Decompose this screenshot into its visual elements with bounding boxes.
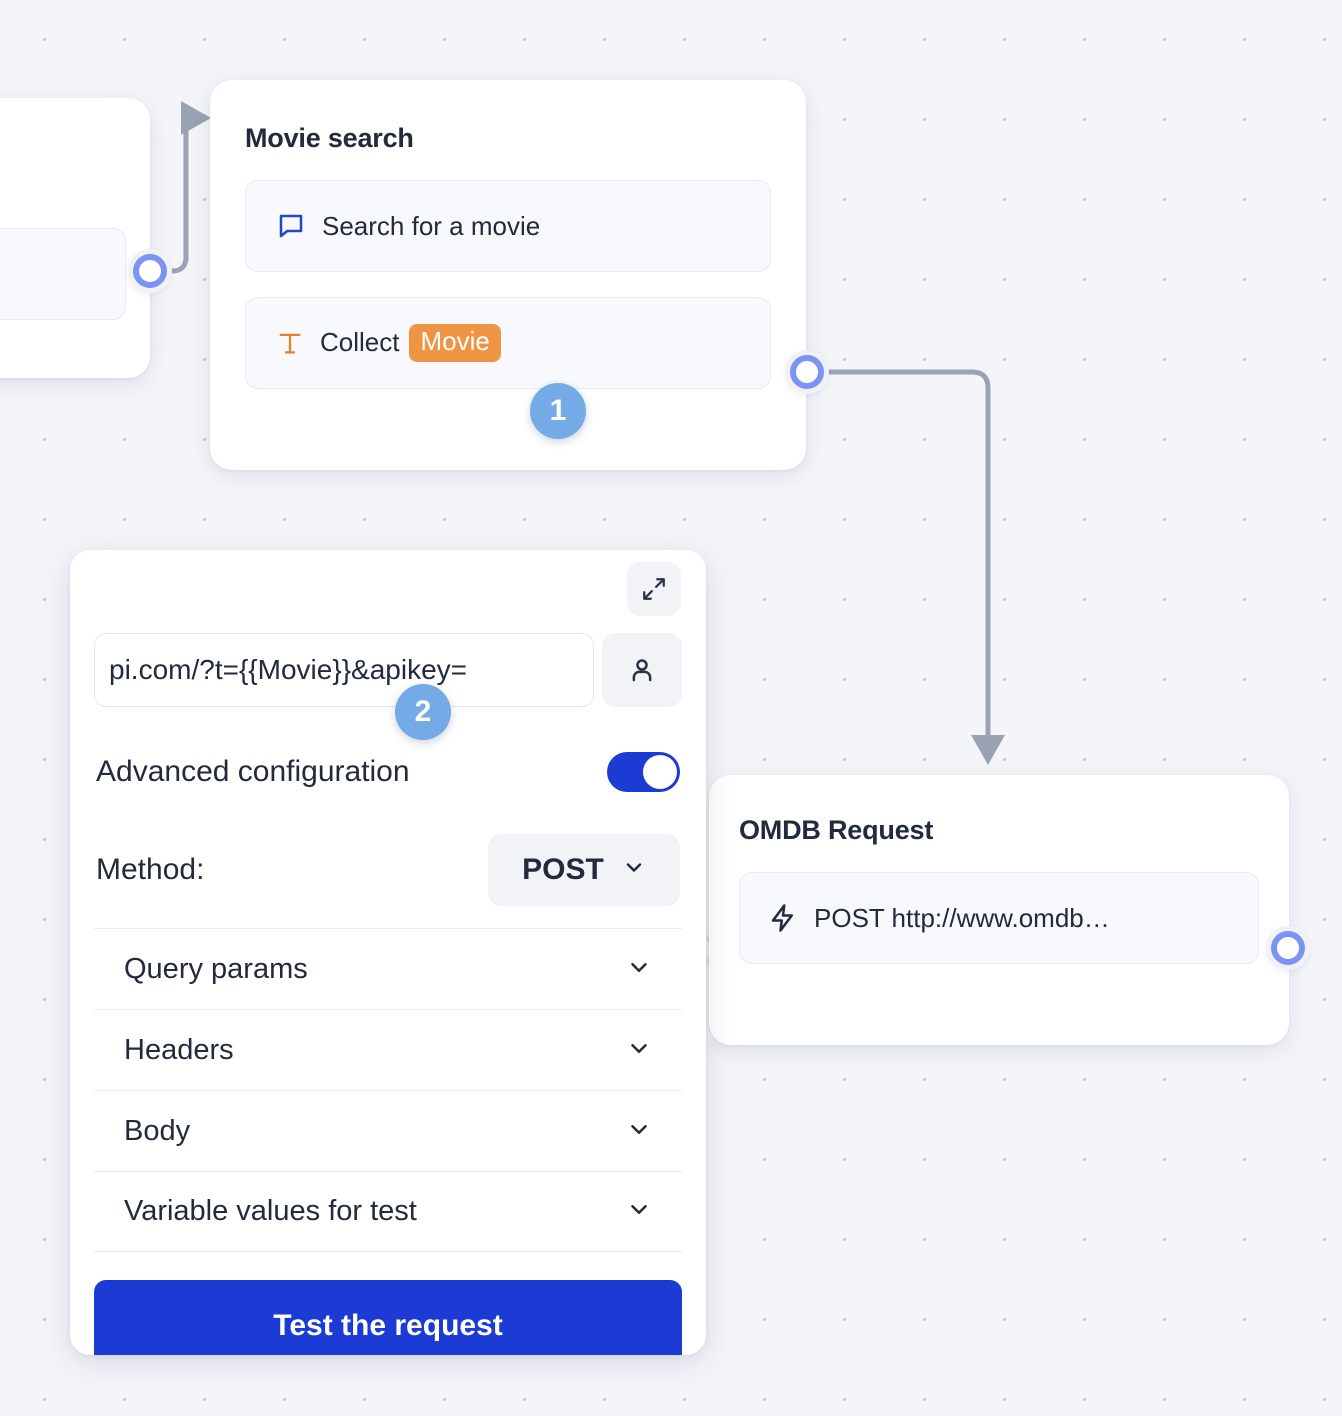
node-title-movie-search: Movie search bbox=[245, 123, 414, 153]
accordion-item-variable-values[interactable]: Variable values for test bbox=[94, 1171, 682, 1252]
node-row-label-collect: Collect Movie bbox=[320, 324, 501, 362]
advanced-configuration-row[interactable]: Advanced configuration bbox=[94, 752, 682, 792]
request-url-row[interactable] bbox=[94, 633, 682, 707]
chevron-down-icon bbox=[626, 1035, 652, 1066]
chevron-down-icon bbox=[626, 1116, 652, 1147]
variable-chip-movie[interactable]: Movie bbox=[409, 324, 501, 362]
advanced-configuration-toggle[interactable] bbox=[607, 752, 680, 792]
chevron-down-icon bbox=[626, 954, 652, 985]
test-request-button[interactable]: Test the request bbox=[94, 1280, 682, 1355]
node-row-omdb-post[interactable]: POST http://www.omdb… bbox=[739, 872, 1259, 964]
node-row-partial[interactable] bbox=[0, 228, 126, 320]
node-card-movie-search[interactable]: Movie search Search for a movie Collect … bbox=[210, 80, 806, 470]
step-badge-2: 2 bbox=[395, 684, 451, 740]
accordion-label-headers: Headers bbox=[124, 1033, 234, 1066]
step-badge-1: 1 bbox=[530, 383, 586, 439]
accordion-label-variable-values: Variable values for test bbox=[124, 1195, 417, 1227]
node-title-omdb-request: OMDB Request bbox=[739, 815, 934, 845]
method-select-value: POST bbox=[522, 853, 604, 886]
node-row-label-omdb-post: POST http://www.omdb… bbox=[814, 902, 1110, 933]
method-label: Method: bbox=[96, 853, 205, 886]
advanced-configuration-label: Advanced configuration bbox=[96, 755, 410, 788]
accordion-list: Query params Headers Body bbox=[94, 928, 682, 1252]
node-port-omdb-output[interactable] bbox=[1266, 926, 1310, 970]
text-type-icon bbox=[276, 329, 304, 357]
node-row-search-for-a-movie[interactable]: Search for a movie bbox=[245, 180, 771, 272]
node-card-omdb-request[interactable]: OMDB Request POST http://www.omdb… bbox=[709, 775, 1289, 1045]
person-icon[interactable] bbox=[602, 633, 682, 707]
chat-bubble-icon bbox=[276, 211, 306, 241]
request-config-panel[interactable]: Advanced configuration Method: POST Quer… bbox=[70, 550, 706, 1355]
request-url-input[interactable] bbox=[94, 633, 594, 707]
node-row-label-search: Search for a movie bbox=[322, 210, 541, 241]
accordion-item-query-params[interactable]: Query params bbox=[94, 928, 682, 1009]
chevron-down-icon bbox=[622, 853, 646, 887]
accordion-label-query-params: Query params bbox=[124, 952, 308, 985]
node-port-movie-search-output[interactable] bbox=[785, 350, 829, 394]
chevron-down-icon bbox=[626, 1196, 652, 1227]
lightning-bolt-icon bbox=[768, 903, 798, 933]
method-select[interactable]: POST bbox=[488, 834, 680, 906]
node-port-left-output[interactable] bbox=[128, 249, 172, 293]
accordion-label-body: Body bbox=[124, 1114, 191, 1147]
expand-diagonal-icon[interactable] bbox=[627, 562, 681, 616]
node-card-partial[interactable] bbox=[0, 98, 150, 378]
node-row-collect-movie[interactable]: Collect Movie bbox=[245, 297, 771, 389]
method-row: Method: POST bbox=[94, 834, 682, 906]
accordion-item-body[interactable]: Body bbox=[94, 1090, 682, 1171]
accordion-item-headers[interactable]: Headers bbox=[94, 1009, 682, 1090]
collect-verb: Collect bbox=[320, 327, 400, 358]
